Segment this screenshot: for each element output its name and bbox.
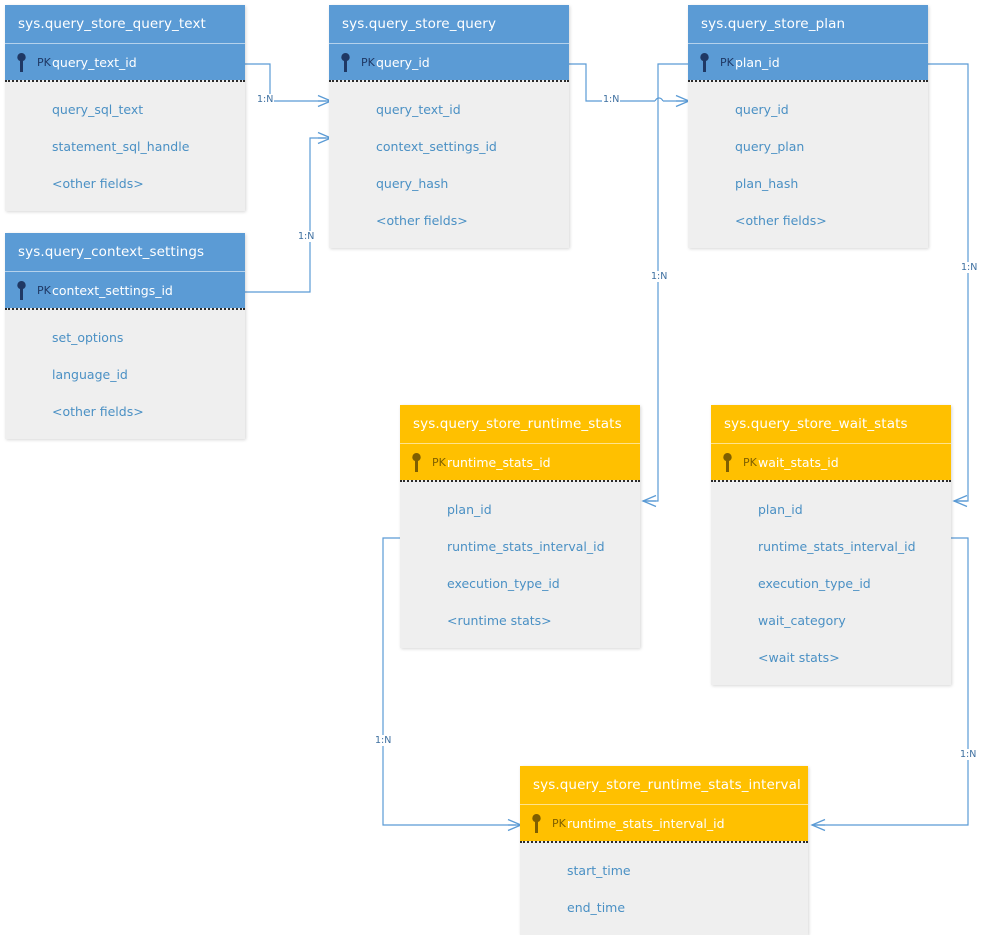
field-row: plan_hash (735, 176, 799, 191)
entity-fields: plan_id runtime_stats_interval_id execut… (400, 482, 640, 648)
entity-query-context-settings[interactable]: sys.query_context_settings PK context_se… (5, 233, 245, 439)
primary-key-row[interactable]: PK runtime_stats_id (400, 443, 640, 480)
entity-title: sys.query_store_query (329, 5, 569, 43)
field-row: context_settings_id (376, 139, 497, 154)
entity-query-store-plan[interactable]: sys.query_store_plan PK plan_id query_id… (688, 5, 928, 248)
primary-key-row[interactable]: PK query_id (329, 43, 569, 80)
entity-fields: query_id query_plan plan_hash <other fie… (688, 82, 928, 248)
primary-key-row[interactable]: PK plan_id (688, 43, 928, 80)
field-row: <runtime stats> (447, 613, 552, 628)
pk-field-name: runtime_stats_id (447, 455, 551, 470)
pk-separator (520, 841, 808, 843)
field-row: execution_type_id (758, 576, 871, 591)
pk-field-name: plan_id (735, 55, 780, 70)
field-row: query_hash (376, 176, 449, 191)
entity-fields: query_text_id context_settings_id query_… (329, 82, 569, 248)
primary-key-row[interactable]: PK query_text_id (5, 43, 245, 80)
rel-label-text-to-query: 1:N (256, 94, 275, 105)
primary-key-row[interactable]: PK wait_stats_id (711, 443, 951, 480)
entity-query-store-runtime-stats-interval[interactable]: sys.query_store_runtime_stats_interval P… (520, 766, 808, 935)
entity-title: sys.query_store_wait_stats (711, 405, 951, 443)
field-row: statement_sql_handle (52, 139, 190, 154)
key-icon (17, 281, 26, 300)
primary-key-row[interactable]: PK context_settings_id (5, 271, 245, 308)
connector-interval-to-wait (811, 537, 969, 832)
pk-field-name: context_settings_id (52, 283, 173, 298)
field-row: plan_id (447, 502, 492, 517)
entity-query-store-query[interactable]: sys.query_store_query PK query_id query_… (329, 5, 569, 248)
pk-field-name: query_text_id (52, 55, 137, 70)
field-row: language_id (52, 367, 128, 382)
pk-badge: PK (361, 56, 375, 69)
rel-label-plan-to-runtime: 1:N (650, 271, 669, 282)
field-row: query_id (735, 102, 789, 117)
field-row: runtime_stats_interval_id (447, 539, 605, 554)
connector-plan-to-wait (928, 63, 969, 508)
pk-badge: PK (720, 56, 734, 69)
pk-separator (711, 480, 951, 482)
entity-fields: set_options language_id <other fields> (5, 310, 245, 439)
field-row: runtime_stats_interval_id (758, 539, 916, 554)
rel-label-interval-to-wait: 1:N (959, 749, 978, 760)
key-icon (723, 453, 732, 472)
pk-separator (400, 480, 640, 482)
connector-query-to-plan (568, 63, 690, 108)
connector-interval-to-runtime (382, 537, 522, 832)
entity-title: sys.query_store_runtime_stats (400, 405, 640, 443)
entity-title: sys.query_store_plan (688, 5, 928, 43)
entity-fields: query_sql_text statement_sql_handle <oth… (5, 82, 245, 211)
pk-field-name: wait_stats_id (758, 455, 839, 470)
entity-title: sys.query_store_query_text (5, 5, 245, 43)
rel-label-query-to-plan: 1:N (602, 94, 621, 105)
field-row: query_sql_text (52, 102, 144, 117)
entity-query-store-wait-stats[interactable]: sys.query_store_wait_stats PK wait_stats… (711, 405, 951, 685)
key-icon (17, 53, 26, 72)
entity-fields: plan_id runtime_stats_interval_id execut… (711, 482, 951, 685)
pk-badge: PK (743, 456, 757, 469)
field-row: set_options (52, 330, 124, 345)
pk-separator (329, 80, 569, 82)
field-row: <wait stats> (758, 650, 840, 665)
pk-badge: PK (37, 56, 51, 69)
pk-badge: PK (552, 817, 566, 830)
pk-separator (5, 80, 245, 82)
field-row: start_time (567, 863, 631, 878)
connector-plan-to-runtime (642, 63, 688, 508)
connector-context-to-query (245, 131, 332, 293)
pk-badge: PK (37, 284, 51, 297)
pk-field-name: query_id (376, 55, 430, 70)
rel-label-context-to-query: 1:N (297, 231, 316, 242)
connector-text-to-query (245, 63, 332, 108)
entity-query-store-runtime-stats[interactable]: sys.query_store_runtime_stats PK runtime… (400, 405, 640, 648)
pk-separator (688, 80, 928, 82)
field-row: execution_type_id (447, 576, 560, 591)
field-row: <other fields> (376, 213, 468, 228)
primary-key-row[interactable]: PK runtime_stats_interval_id (520, 804, 808, 841)
key-icon (412, 453, 421, 472)
field-row: wait_category (758, 613, 846, 628)
field-row: end_time (567, 900, 626, 915)
entity-fields: start_time end_time (520, 843, 808, 935)
pk-badge: PK (432, 456, 446, 469)
entity-title: sys.query_store_runtime_stats_interval (520, 766, 808, 804)
field-row: <other fields> (735, 213, 827, 228)
key-icon (700, 53, 709, 72)
field-row: plan_id (758, 502, 803, 517)
key-icon (341, 53, 350, 72)
entity-query-store-query-text[interactable]: sys.query_store_query_text PK query_text… (5, 5, 245, 211)
field-row: query_plan (735, 139, 805, 154)
field-row: query_text_id (376, 102, 461, 117)
pk-separator (5, 308, 245, 310)
field-row: <other fields> (52, 404, 144, 419)
field-row: <other fields> (52, 176, 144, 191)
pk-field-name: runtime_stats_interval_id (567, 816, 725, 831)
rel-label-interval-to-runtime: 1:N (374, 735, 393, 746)
entity-title: sys.query_context_settings (5, 233, 245, 271)
rel-label-plan-to-wait: 1:N (960, 262, 979, 273)
key-icon (532, 814, 541, 833)
